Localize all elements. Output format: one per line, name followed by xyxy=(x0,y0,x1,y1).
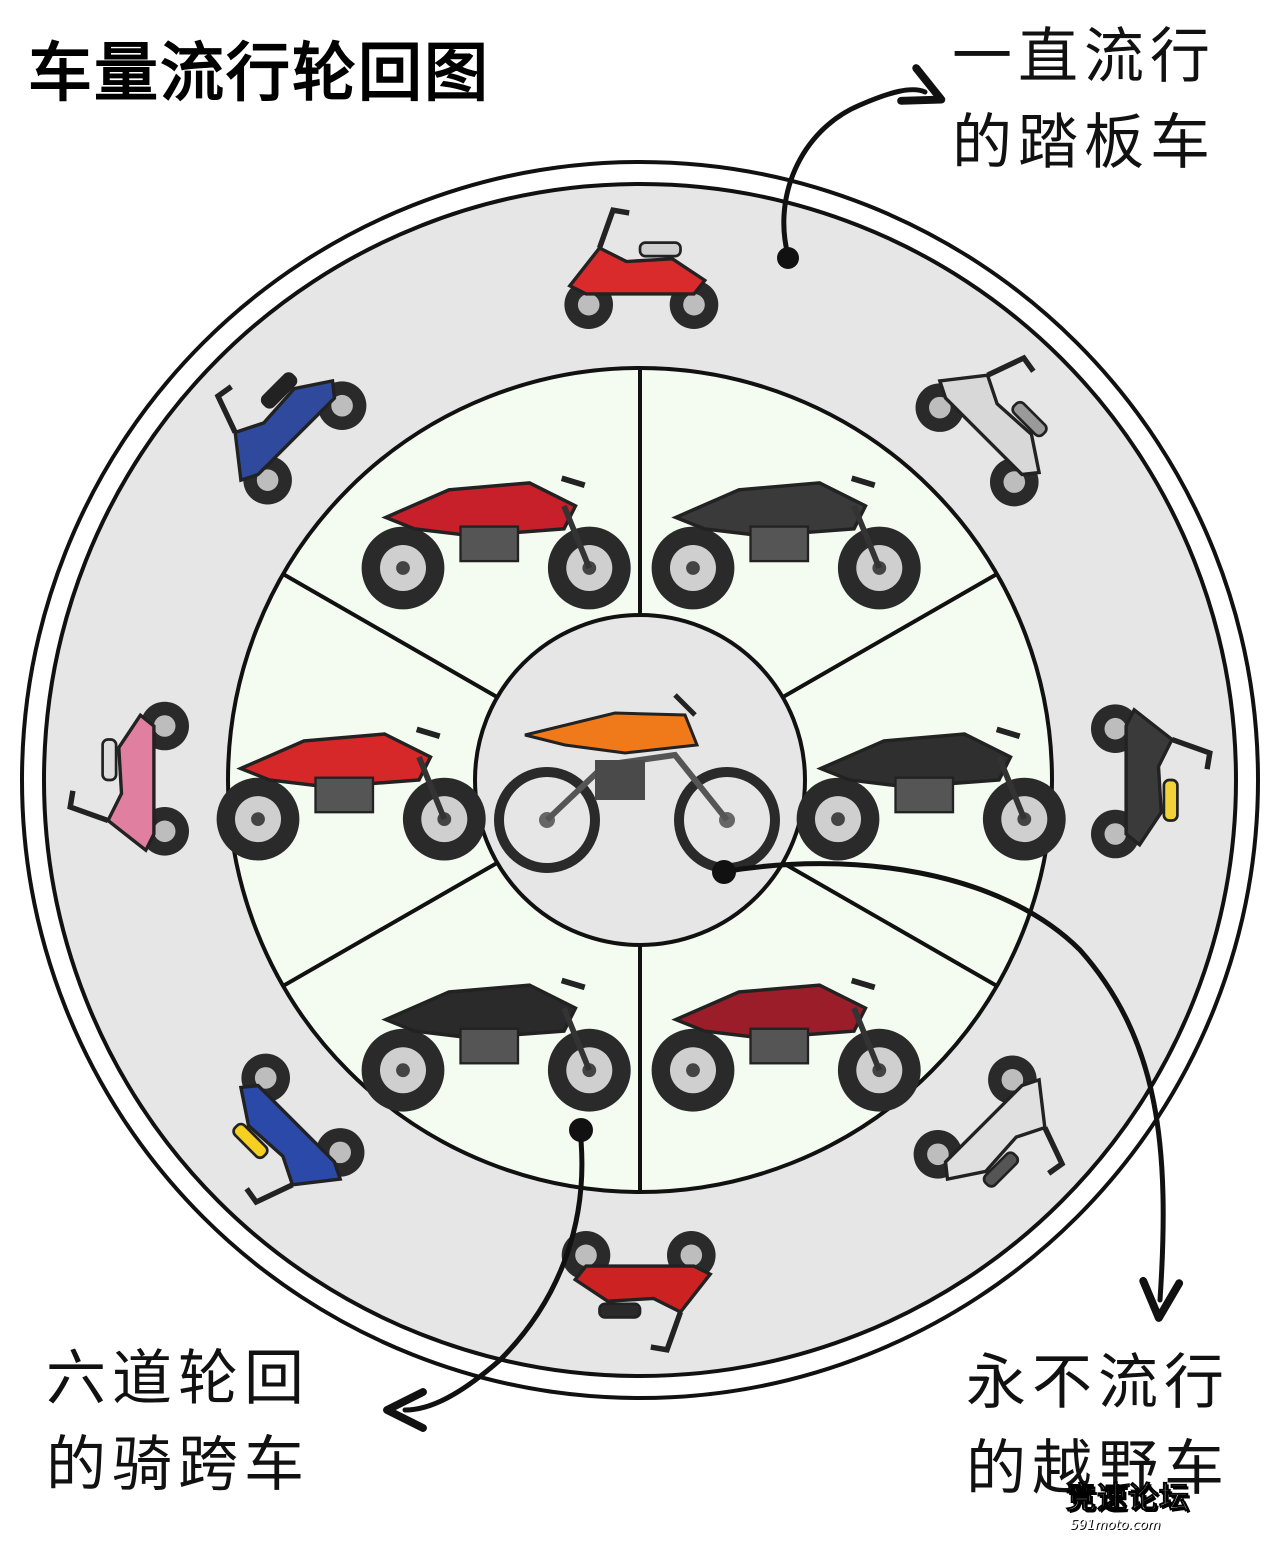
street-bike-layer xyxy=(216,475,1066,1112)
adventure-bike-icon xyxy=(651,475,921,610)
scooter-icon xyxy=(561,1231,716,1353)
dirt-bike-icon xyxy=(494,693,780,873)
watermark-url: 591moto.com xyxy=(1070,1518,1161,1533)
annotation-street-line2: 的骑跨车 xyxy=(46,1430,310,1500)
scooter-icon xyxy=(232,1053,365,1206)
naked-bike-icon xyxy=(361,475,631,610)
scooter-layer xyxy=(67,207,1213,1353)
annotation-scooter: 一直流行 的踏板车 xyxy=(952,14,1216,186)
arrow-offroad xyxy=(719,861,1184,1322)
scooter-icon xyxy=(1090,704,1213,859)
page-title: 车量流行轮回图 xyxy=(28,37,490,111)
annotation-offroad: 永不流行 的越野车 xyxy=(966,1340,1230,1512)
sport-bike-icon xyxy=(216,726,486,861)
touring-bike-icon xyxy=(651,977,921,1112)
scooter-icon xyxy=(67,701,190,856)
scooter-icon xyxy=(564,207,719,329)
arrow-street-dot xyxy=(569,1118,593,1142)
arrow-scooter xyxy=(781,64,946,265)
annotation-offroad-line2: 的越野车 xyxy=(966,1434,1230,1504)
spokes xyxy=(282,368,998,1192)
scooter-icon xyxy=(913,1055,1066,1188)
arrow-scooter-dot xyxy=(777,247,799,269)
annotation-street-line1: 六道轮回 xyxy=(46,1344,310,1414)
arrow-offroad-dot xyxy=(712,860,736,884)
annotation-scooter-line2: 的踏板车 xyxy=(952,108,1216,178)
watermark-logo: 竞速论坛 591moto.com xyxy=(1066,1467,1266,1537)
annotation-street: 六道轮回 的骑跨车 xyxy=(46,1336,310,1508)
arrow-street xyxy=(383,1127,585,1432)
watermark-brand: 竞速论坛 xyxy=(1066,1481,1190,1517)
retro-bike-icon xyxy=(796,726,1066,861)
annotation-scooter-line1: 一直流行 xyxy=(952,22,1216,92)
scooter-icon xyxy=(915,354,1048,507)
scooter-icon xyxy=(214,372,367,505)
cruiser-bike-icon xyxy=(361,977,631,1112)
annotation-offroad-line1: 永不流行 xyxy=(966,1348,1230,1418)
